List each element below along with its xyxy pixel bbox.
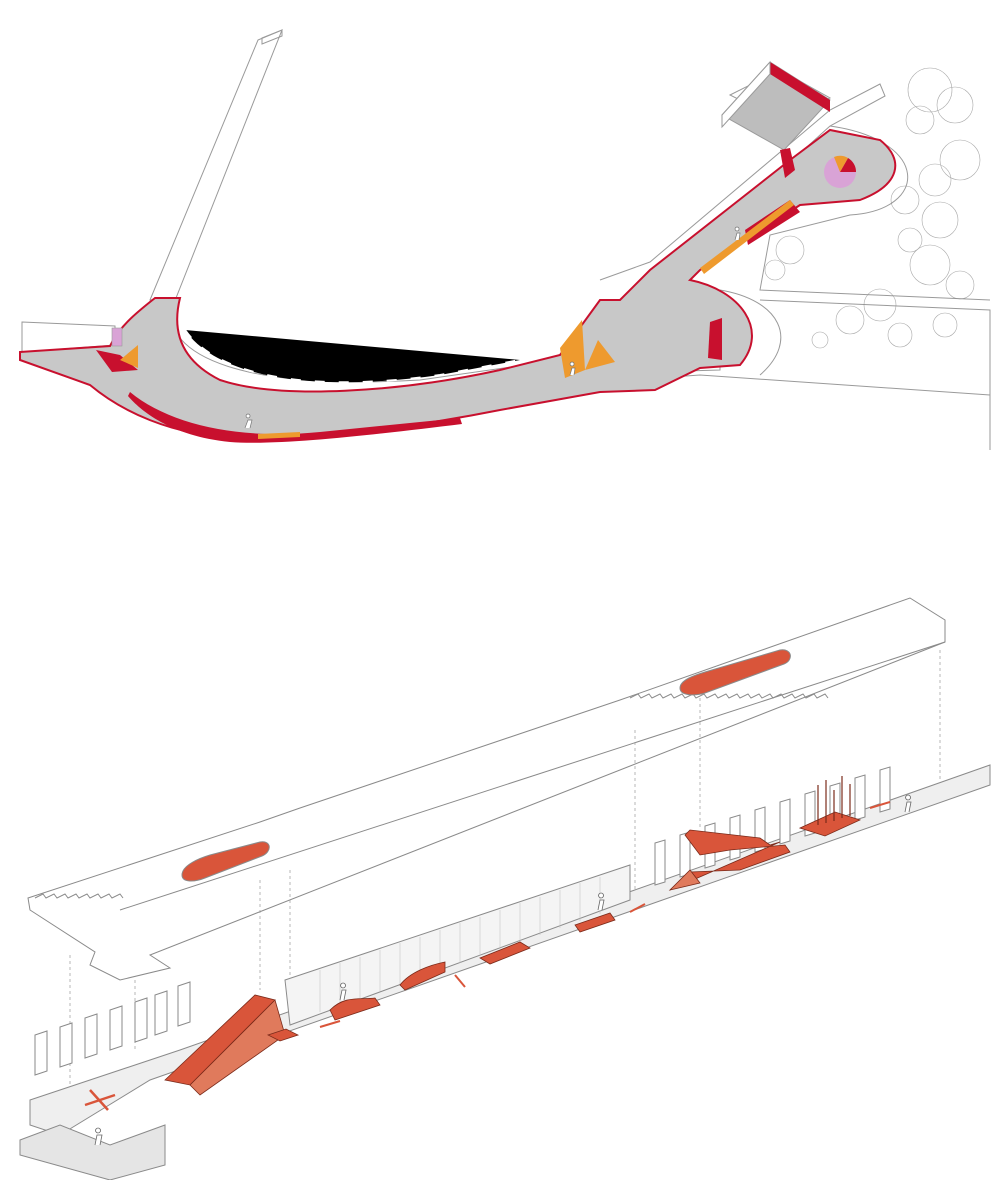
- back-wall: [284, 864, 631, 1026]
- roof-openings: [181, 649, 791, 882]
- roof-crenellation: [34, 693, 829, 899]
- vertical-poles: [817, 776, 851, 825]
- tree-cluster-icon: [764, 67, 981, 349]
- top-axonometric-diagram: [19, 29, 991, 450]
- lane-dashes: [184, 329, 521, 384]
- entry-pit: [19, 1124, 166, 1180]
- bridge-building: [721, 60, 831, 151]
- red-edge-strips: [96, 148, 800, 443]
- person-figure-icon: [244, 226, 741, 429]
- bottom-axonometric-diagram: [19, 597, 991, 1180]
- road-surface: [19, 128, 897, 440]
- ramp-element-icon: [84, 801, 891, 1111]
- column-fins-left: [34, 981, 191, 1076]
- person-figure-icon: [94, 794, 912, 1146]
- pink-accents: [111, 155, 857, 347]
- roof-deck: [27, 597, 946, 981]
- orange-accents: [120, 200, 794, 439]
